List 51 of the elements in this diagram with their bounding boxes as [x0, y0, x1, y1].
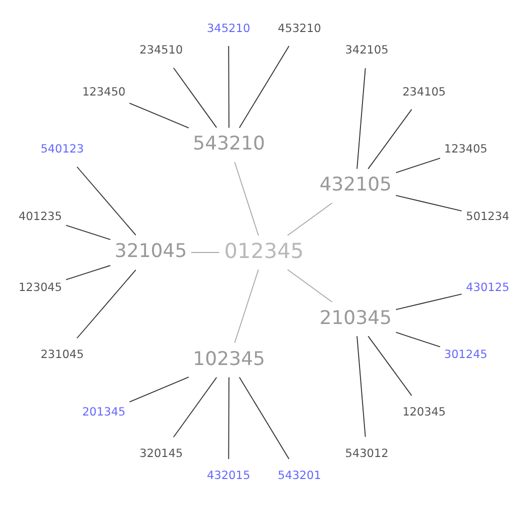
node-text: 231045 — [40, 347, 84, 362]
node-text: 430125 — [466, 280, 509, 294]
connector — [356, 336, 366, 438]
connector — [234, 162, 258, 236]
node-text: 012345 — [224, 238, 304, 263]
node-text: 432015 — [206, 468, 250, 482]
node-text: 342105 — [344, 42, 388, 57]
node-text: 321045 — [114, 240, 186, 262]
node-text: 123045 — [18, 280, 62, 294]
node-text: 210345 — [319, 306, 392, 329]
connector — [394, 194, 462, 212]
connector — [128, 102, 189, 128]
connector — [238, 376, 289, 460]
node-text: 123450 — [82, 84, 126, 98]
node-text: 432105 — [319, 174, 392, 196]
connector — [286, 202, 332, 236]
node-text: 201345 — [82, 404, 126, 419]
connector — [190, 252, 220, 253]
node-text: 543201 — [277, 468, 321, 482]
connector — [172, 376, 217, 438]
node-text: 102345 — [192, 348, 265, 370]
node-text: 501234 — [466, 209, 509, 224]
node-text: 401235 — [18, 209, 62, 224]
connector — [65, 224, 110, 240]
connector — [367, 108, 412, 170]
connector — [228, 376, 229, 460]
connector — [228, 46, 229, 128]
connector — [238, 46, 289, 128]
node-text: 234105 — [402, 84, 446, 98]
node-text: 540123 — [40, 142, 84, 156]
connector — [76, 269, 136, 339]
node-text: 543012 — [344, 446, 388, 460]
node-text: 234510 — [139, 42, 182, 57]
connector — [234, 269, 258, 344]
connector — [395, 332, 440, 348]
connector — [76, 166, 136, 236]
node-text: 301245 — [444, 347, 487, 362]
node-text: 345210 — [206, 20, 250, 35]
connector — [356, 68, 366, 170]
connector — [128, 376, 189, 402]
connector — [65, 265, 110, 280]
node-text: 123405 — [444, 142, 487, 156]
connector — [395, 158, 440, 174]
node-text: 543210 — [192, 132, 265, 155]
connector — [286, 269, 332, 302]
node-text: 120345 — [402, 404, 446, 419]
node-text: 453210 — [277, 20, 321, 35]
node-text: 320145 — [139, 446, 182, 460]
connector — [394, 294, 462, 310]
connector — [172, 67, 217, 128]
connector — [367, 336, 412, 396]
